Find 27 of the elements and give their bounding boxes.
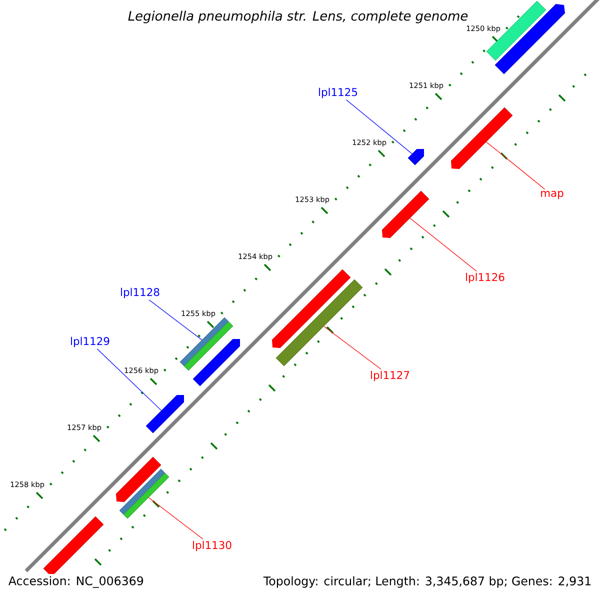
gene-bar	[408, 148, 424, 166]
gene-bar	[276, 279, 363, 366]
gene-label: lpl1126	[466, 272, 504, 284]
gene-bar	[146, 394, 184, 434]
gene-bar	[116, 456, 162, 502]
gene-label: lpl1125	[319, 88, 358, 98]
gene-label: map	[541, 190, 564, 200]
gene-bar	[382, 190, 430, 238]
gene-label: lpl1128	[121, 288, 160, 298]
gene-label: lpl1127	[371, 370, 410, 382]
leader-line	[324, 326, 382, 370]
gene-bar	[450, 107, 513, 170]
footer-text: Accession: NC_006369	[6, 574, 146, 590]
title: Legionella pneumophila str. Lens, complete genome	[126, 9, 470, 25]
leader-line	[96, 348, 162, 411]
leader-line	[486, 142, 546, 190]
footer-text: Topology: circular; Length: 3,345,687 bp; Genes: 2,931	[261, 574, 594, 590]
leader-line	[410, 218, 477, 272]
leader-line	[148, 300, 202, 340]
gene-label: lpl1129	[71, 336, 110, 348]
gene-bar	[43, 516, 104, 577]
gene-label: lpl1130	[193, 540, 232, 552]
gene-bar	[272, 269, 351, 348]
leader-line	[346, 100, 412, 154]
gene-bar	[486, 0, 546, 61]
gene-bar	[192, 338, 240, 386]
leader-line	[148, 497, 204, 540]
